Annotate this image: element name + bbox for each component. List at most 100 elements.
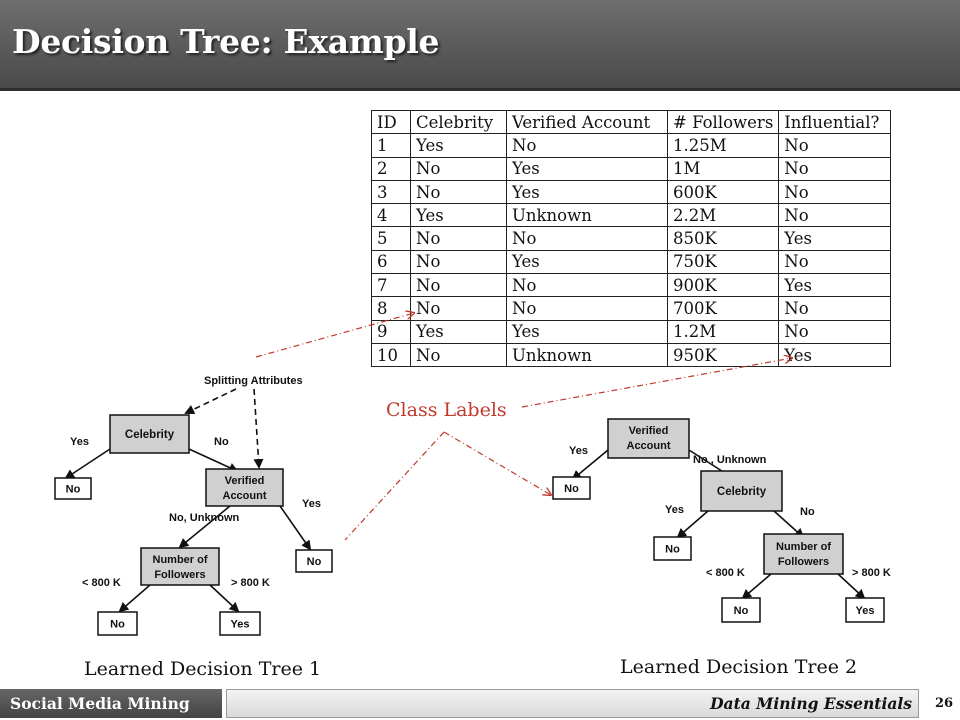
tree1-leaf-yes: Yes [219,611,261,636]
tree2-edge-lt800: < 800 K [706,567,745,579]
tree2-node-celebrity: Celebrity [700,470,783,512]
table-cell: 2.2M [666,203,780,228]
tree2-verified-label-2: Account [627,440,671,452]
table-cell: Yes [778,226,892,251]
tree1-verified-label-1: Verified [225,475,265,487]
tree2-leaf-yes: Yes [845,597,885,623]
table-cell: Yes [506,179,668,205]
tree1-caption: Learned Decision Tree 1 [84,658,322,680]
tree2-celebrity-label: Celebrity [717,486,767,498]
tree1-edge-yes-2: Yes [302,498,321,510]
class-labels-annotation: Class Labels [386,399,507,421]
tree2-followers-label-1: Number of [776,541,831,553]
table-cell: No [506,226,668,251]
tree2-edge-gt800: > 800 K [852,567,891,579]
tree2-leaf-no-label: No [564,483,579,495]
dataset-table-panel: ID Celebrity Verified Account # Follower… [343,94,910,390]
tree2-followers-label-2: Followers [778,556,829,568]
table-cell: No [506,273,668,298]
class-label-arrow-tree1 [344,431,445,541]
tree1-followers-label-1: Number of [153,554,208,566]
decision-tree-2: Verified Account Yes No , Unknown No Cel… [552,418,891,623]
tree1-leaf-yes-label: Yes [231,619,250,631]
tree2-edge-yes: Yes [569,445,588,457]
tree2-edge-no-unknown: No , Unknown [693,454,767,466]
table-cell: No [410,249,507,275]
tree1-node-verified-account: Verified Account [205,468,284,507]
tree1-edge-no-unknown: No, Unknown [169,512,240,524]
annotation-arrows [255,91,960,541]
tree1-leaf-no-1: No [54,477,92,500]
slide-title: Decision Tree: Example [12,22,440,61]
table-cell: 750K [666,249,780,275]
table-cell: 2 [371,156,411,181]
tree1-followers-label-2: Followers [154,569,205,581]
table-cell: No [778,249,892,275]
column-header: Verified Account [506,109,668,135]
tree1-edge-gt800: > 800 K [231,577,270,589]
table-cell: No [778,319,892,344]
tree2-leaf-no-2: No [653,536,692,561]
tree1-edge-yes: Yes [70,436,89,448]
tree2-leaf-no-label: No [734,605,749,617]
tree2-caption: Learned Decision Tree 2 [620,656,858,678]
table-cell: 6 [371,249,411,275]
column-header: Celebrity [410,109,507,135]
table-cell: No [410,273,507,298]
table-cell: 950K [666,342,780,368]
tree1-edge-no: No [214,436,229,448]
column-header: Influential? [778,109,892,135]
title-bar: Decision Tree: Example [0,0,960,91]
tree2-edge-no: No [800,506,815,518]
table-cell: No [410,156,507,181]
tree1-node-celebrity: Celebrity [109,414,190,454]
tree1-leaf-no-label: No [110,619,125,631]
class-label-arrow-table [521,358,792,408]
tree2-node-number-of-followers: Number of Followers [763,533,844,575]
tree1-node-number-of-followers: Number of Followers [140,547,220,586]
decision-tree-1: Splitting Attributes Celebrity Yes No No… [54,375,333,636]
table-cell: No [506,296,668,321]
splitting-attr-arrow [255,313,414,358]
table-cell: No [506,133,668,158]
tree2-leaf-no-3: No [721,597,761,623]
tree1-leaf-no-label: No [66,484,81,496]
tree2-leaf-no-1: No [552,476,591,500]
slide-content: ID Celebrity Verified Account # Follower… [0,91,960,687]
table-cell: Yes [410,319,507,344]
table-cell: Unknown [506,342,668,368]
tree1-leaf-no-label: No [307,556,322,568]
page-number: 26 [934,696,954,711]
footer-section-title: Data Mining Essentials [226,689,919,718]
slide-footer: Social Media Mining Data Mining Essentia… [0,687,960,720]
table-cell: No [778,179,892,205]
table-cell: No [778,156,892,181]
footer-course-title: Social Media Mining [0,689,222,718]
table-cell: No [410,179,507,205]
tree1-celebrity-label: Celebrity [125,429,175,441]
table-cell: 10 [371,342,411,368]
table-cell: 900K [666,273,780,298]
splitting-attributes-label: Splitting Attributes [204,375,303,387]
class-label-arrow-tree2 [443,431,551,495]
table-cell: No [778,133,892,158]
tree2-edge-yes-2: Yes [665,504,684,516]
table-header-row: ID Celebrity Verified Account # Follower… [371,109,892,135]
table-cell: 3 [371,179,411,205]
column-header: ID [371,109,411,135]
table-cell: Yes [410,133,507,158]
table-cell: Yes [778,342,892,368]
table-cell: 9 [371,319,411,344]
tree1-leaf-no-2: No [295,549,333,573]
tree2-verified-label-1: Verified [629,425,669,437]
table-cell: Yes [410,203,507,228]
dataset-table: ID Celebrity Verified Account # Follower… [371,109,892,368]
tree2-node-verified-account: Verified Account [607,418,690,459]
tree2-leaf-no-label: No [665,544,680,556]
